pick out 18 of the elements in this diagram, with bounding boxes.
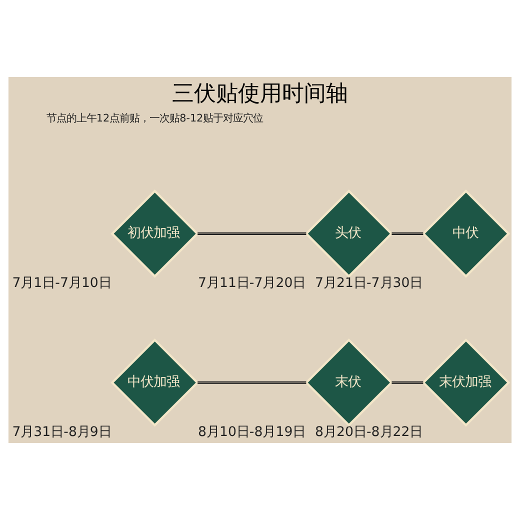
node-label: 7月31日-8月9日 xyxy=(12,424,112,440)
node-label: 7月21日-7月30日 xyxy=(315,276,423,291)
node-diamond: 初伏加强 xyxy=(110,190,199,278)
node-label: 7月11日-7月20日 xyxy=(198,276,306,291)
node-label: 8月20日-8月22日 xyxy=(315,424,423,440)
node-diamond: 中伏加强 xyxy=(110,338,199,427)
node-label: 8月10日-8月19日 xyxy=(198,424,306,440)
connector xyxy=(198,381,306,384)
node-diamond: 末伏加强 xyxy=(422,338,510,427)
connector xyxy=(198,232,306,235)
connector xyxy=(392,381,424,384)
node-diamond: 末伏 xyxy=(304,338,394,427)
node-diamond: 头伏 xyxy=(304,190,394,278)
connector xyxy=(392,232,424,235)
diagram-title: 三伏贴使用时间轴 xyxy=(172,80,348,107)
label: 节点的上午12点前贴，一次贴8-12贴于对应穴位 xyxy=(46,112,264,125)
node-label: 7月1日-7月10日 xyxy=(12,276,112,291)
node-diamond: 中伏 xyxy=(422,190,510,278)
